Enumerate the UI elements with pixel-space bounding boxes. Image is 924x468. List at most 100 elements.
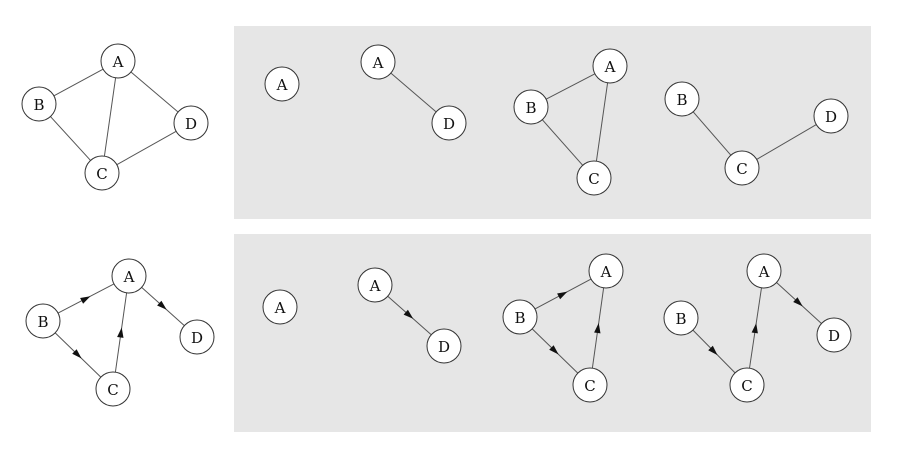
undirected-sub2-node-d-circle (431, 105, 467, 141)
directed-main-node-c-label: C (107, 381, 118, 399)
undirected-sub1-node-a-circle (264, 66, 300, 102)
directed-sub1-node-a-circle (262, 289, 298, 325)
undirected-sub4-node-d-label: D (825, 108, 837, 126)
directed-main-node-c: C (95, 371, 131, 407)
undirected-sub4-node-b-label: B (676, 91, 687, 109)
undirected-main-edge-a-c (103, 77, 117, 157)
directed-main-node-a-label: A (123, 268, 135, 286)
undirected-sub4-node-c-circle (724, 150, 760, 186)
undirected-sub3-node-c-label: C (588, 170, 599, 188)
undirected-sub3-node-b: B (513, 89, 549, 125)
directed-sub3-node-b-circle (502, 299, 538, 335)
undirected-sub4-node-b-circle (664, 81, 700, 117)
directed-sub3-node-c-label: C (584, 377, 595, 395)
undirected-sub4-node-d: D (813, 98, 849, 134)
undirected-main-node-a-label: A (112, 53, 124, 71)
directed-sub4-node-a-circle (746, 253, 782, 289)
directed-sub2-node-d: D (426, 328, 462, 364)
directed-sub3-node-a-label: A (600, 263, 612, 281)
directed-sub2-node-d-circle (426, 328, 462, 364)
undirected-sub3-edge-b-c (541, 119, 584, 166)
directed-sub3-node-a-circle (588, 253, 624, 289)
directed-main-node-d-label: D (191, 329, 203, 347)
undirected-sub2-edge-a-d (390, 72, 437, 113)
undirected-main-node-d: D (173, 105, 209, 141)
directed-main-node-c-circle (95, 371, 131, 407)
undirected-sub2-node-d-label: D (443, 115, 455, 133)
undirected-main-node-d-circle (173, 105, 209, 141)
undirected-sub2-node-a: A (360, 44, 396, 80)
undirected-sub4-edge-c-d (756, 124, 817, 160)
directed-sub1-node-a: A (262, 289, 298, 325)
undirected-main-node-c-circle (84, 155, 120, 191)
undirected-subgraph-panel (234, 26, 871, 219)
directed-sub4-node-d: D (816, 317, 852, 353)
undirected-sub4-node-b: B (664, 81, 700, 117)
directed-sub4-arrowhead-b-c (708, 345, 718, 356)
undirected-sub1-node-a: A (264, 66, 300, 102)
undirected-main-node-b-label: B (33, 96, 44, 114)
undirected-sub4-edge-b-c (692, 111, 732, 156)
directed-sub3-node-b-label: B (514, 309, 525, 327)
directed-main-arrowhead-c-a (117, 327, 124, 338)
edges-layer (50, 68, 822, 378)
directed-sub4-node-c-label: C (741, 377, 752, 395)
undirected-main-edge-a-d (130, 71, 179, 113)
directed-sub1-node-a-label: A (274, 299, 286, 317)
undirected-sub2-node-a-label: A (372, 54, 384, 72)
directed-sub2-node-a-circle (357, 267, 393, 303)
directed-sub2-arrowhead-a-d (403, 309, 414, 319)
directed-sub4-node-d-circle (816, 317, 852, 353)
nodes-layer: A B C D A A D A B C B C D A B C D A A D A B C A B C D (21, 43, 852, 407)
undirected-sub2-node-a-circle (360, 44, 396, 80)
undirected-sub4-node-c-label: C (736, 160, 747, 178)
undirected-main-node-c: C (84, 155, 120, 191)
undirected-main-edge-c-d (116, 130, 177, 166)
directed-sub4-node-b: B (663, 300, 699, 336)
undirected-main-node-d-label: D (185, 115, 197, 133)
undirected-main-edge-b-c (50, 116, 91, 161)
directed-main-node-a: A (111, 258, 147, 294)
directed-sub3-node-c: C (572, 367, 608, 403)
undirected-sub3-node-a-label: A (604, 58, 616, 76)
undirected-sub4-node-d-circle (813, 98, 849, 134)
directed-main-node-b: B (25, 303, 61, 339)
directed-main-node-b-circle (25, 303, 61, 339)
directed-sub4-node-a: A (746, 253, 782, 289)
directed-sub4-arrowhead-c-a (751, 323, 758, 334)
directed-sub3-node-a: A (588, 253, 624, 289)
directed-sub3-node-c-circle (572, 367, 608, 403)
directed-main-arrowhead-b-c (72, 349, 82, 359)
undirected-main-node-a: A (100, 43, 136, 79)
undirected-sub4-node-c: C (724, 150, 760, 186)
directed-sub4-node-d-label: D (828, 327, 840, 345)
undirected-main-edge-a-b (53, 68, 104, 97)
undirected-sub3-node-c: C (576, 160, 612, 196)
directed-sub3-node-b: B (502, 299, 538, 335)
directed-sub4-node-c-circle (729, 367, 765, 403)
undirected-sub2-node-d: D (431, 105, 467, 141)
undirected-sub3-edge-a-b (545, 73, 596, 100)
directed-sub4-node-a-label: A (758, 263, 770, 281)
undirected-sub3-node-a-circle (592, 48, 628, 84)
directed-main-arrowhead-b-a (80, 296, 91, 304)
directed-sub4-node-c: C (729, 367, 765, 403)
directed-sub3-arrowhead-c-a (594, 323, 601, 334)
undirected-sub3-node-c-circle (576, 160, 612, 196)
undirected-sub1-node-a-label: A (276, 76, 288, 94)
directed-sub3-arrowhead-b-c (549, 345, 559, 355)
undirected-main-node-a-circle (100, 43, 136, 79)
directed-sub4-arrowhead-a-d (793, 297, 803, 307)
directed-main-arrowhead-a-d (157, 300, 167, 310)
directed-sub2-node-a-label: A (369, 277, 381, 295)
undirected-main-node-b: B (21, 86, 57, 122)
directed-main-node-b-label: B (37, 313, 48, 331)
directed-sub4-node-b-circle (663, 300, 699, 336)
directed-sub2-node-a: A (357, 267, 393, 303)
directed-main-node-d-circle (179, 319, 215, 355)
directed-main-node-d: D (179, 319, 215, 355)
undirected-main-node-b-circle (21, 86, 57, 122)
undirected-main-node-c-label: C (96, 165, 107, 183)
undirected-sub3-node-a: A (592, 48, 628, 84)
